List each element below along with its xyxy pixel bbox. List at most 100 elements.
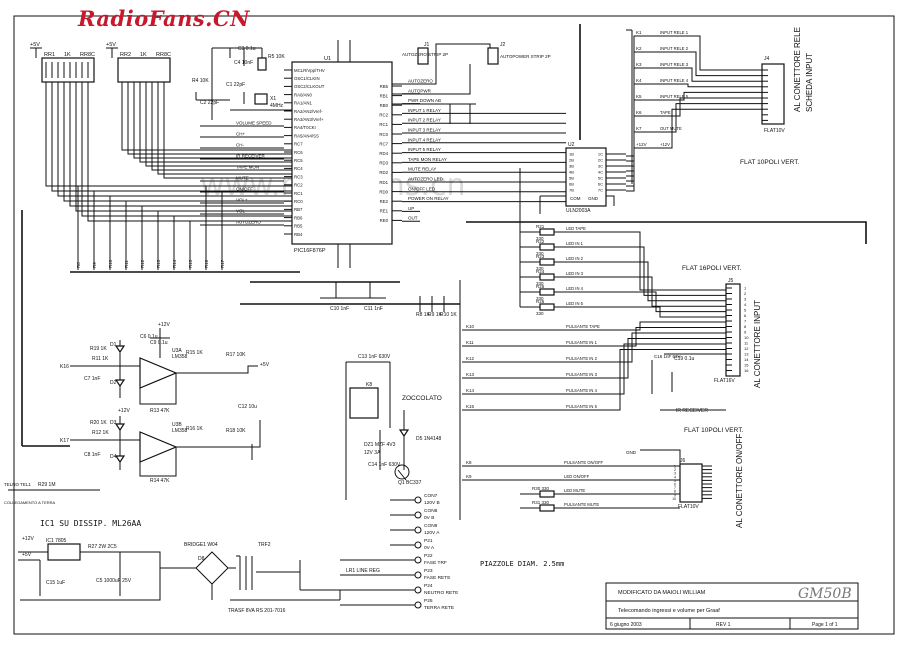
led-resistor-ref: R25 [536, 284, 545, 289]
j5-pin-number: 10 [744, 335, 749, 340]
jumper-j1: J1 AUTOZERO STRIP 2P [402, 42, 448, 65]
relay-line-label: INPUT RELE 2 [660, 46, 689, 51]
power-connector-ref: P23 [424, 568, 433, 574]
relay-line-key: K1 [636, 30, 642, 35]
mcu-net-label-right: POWER ON RELAY [408, 196, 449, 201]
mcu-right-pin: RD3 [379, 161, 388, 166]
led-resistor-ref: R21 [536, 224, 545, 229]
psu-section: IC1 SU DISSIP. ML26AA IC1 7805 R27 2W 2C… [18, 519, 380, 614]
button-line-key: K13 [466, 372, 475, 377]
connector-pad-icon [414, 511, 422, 519]
j5-pin-number: 6 [744, 313, 747, 318]
j5-pin-number: 9 [744, 330, 747, 335]
power-relay-zener2: 12V 3A [364, 450, 381, 456]
misc-r19: R19 1K [90, 346, 107, 352]
driver-com: COM [570, 196, 581, 201]
j5-pin-number: 14 [744, 357, 749, 362]
osc-r2: R4 10K [192, 78, 209, 84]
bus-label: R11 [124, 260, 129, 268]
j6-pin-number: 10 [672, 497, 676, 501]
led-resistor-value: 330 [536, 236, 544, 241]
mcu-net-label-right: INPUT 4 RELAY [408, 137, 441, 142]
led-resistor-icon [539, 228, 555, 236]
mcu-net-label-left: MUTE [236, 176, 249, 181]
u3a-ref: U3A [172, 348, 182, 354]
rf-section: TELNO TEL1 R29 1M COLLEGAMENTO A TERRA [4, 482, 100, 505]
j5-pin-number: 2 [744, 291, 747, 296]
mcu-right-pin: RC2 [379, 113, 388, 118]
mcu-left-pin: RA5/AN4/SS [294, 133, 319, 138]
mcu-right-pin: RB0 [380, 103, 389, 108]
mcu-ref: U1 [324, 56, 331, 62]
mcu-net-label-left: VOLUME SPEED [236, 121, 272, 126]
mcu-left-pin: RA1/AN1 [294, 101, 313, 106]
mcu-right-pin: RB5 [380, 84, 389, 89]
osc-c2: C2 22pF [200, 100, 219, 106]
button-line-label: PULSANTE IN 4 [566, 388, 598, 393]
rr2-type: RR8C [156, 52, 171, 58]
mcu-left-pin: RC4 [294, 166, 303, 171]
rr1-type: RR8C [80, 52, 95, 58]
relay-line-key: K2 [636, 46, 642, 51]
mcu-net-label-right: OUT [408, 216, 418, 221]
j6-pin-number: 7 [674, 486, 676, 490]
led-resistor-icon [539, 258, 555, 266]
power-connector-label: 120V A [424, 530, 440, 536]
mcu-left-pin: RB6 [294, 215, 303, 220]
j1-label: AUTOZERO STRIP 2P [402, 52, 448, 57]
power-connector-label: NEUTRO RETE [424, 590, 458, 596]
mcu-net-label-right: ON/OFF LED [408, 186, 436, 191]
led-resistor-value: 330 [536, 296, 544, 301]
power-connector-label: FASE TRF [424, 560, 447, 566]
supply-label-3: +12V [118, 408, 130, 414]
led-resistor-ref: R24 [536, 269, 545, 274]
connector-pad-icon [414, 601, 422, 609]
power-relay-cap2: C14 1nF 630V [368, 462, 401, 468]
resistor-pack-bus [45, 82, 292, 270]
relay-line-key: K3 [636, 62, 642, 67]
driver-pin-out: 1C [598, 152, 603, 157]
u3b-rin: R12 1K [92, 430, 109, 436]
rf-label: TELNO TEL1 [4, 482, 31, 487]
psu-d: D8 [198, 556, 205, 562]
button-line-key: K11 [466, 340, 474, 345]
psu-trafo-part: TRASF 8VA RS 201-7016 [228, 608, 286, 614]
button-line-label: PULSANTE IN 3 [566, 372, 598, 377]
bus-label: R12 [140, 259, 145, 268]
psu-r: R27 2W 2C5 [88, 544, 117, 550]
opamp-input-k17: K17 [60, 438, 69, 444]
j6-pin-number: 6 [674, 483, 676, 487]
mcu-net-label-right: AUTOZERO [408, 79, 433, 84]
driver-pin-out: 7C [598, 188, 603, 193]
relay-line-label: INPUT RELE 4 [660, 78, 689, 83]
connector-pad-icon [414, 541, 422, 549]
relay-connector-j4: J4 FLAT10V FLAT 10POLI VERT. AL CONETTOR… [740, 27, 814, 166]
mcu-left-pin: RA0/AN0 [294, 92, 313, 97]
power-relay-cap: C13 1nF 630V [358, 354, 391, 360]
connector-pad-icon [414, 556, 422, 564]
osc-r: R5 10K [268, 54, 285, 60]
u3b-ref: U3B [172, 422, 182, 428]
supply-label-0: +12V [158, 322, 170, 328]
relay-line-label: +12V [660, 142, 670, 147]
bus-label: R13 [156, 259, 161, 268]
psu-bridge: BRIDGE1 W04 [184, 542, 218, 548]
title-block: MODIFICATO DA MAIOLI WILLIAM Telecomando… [605, 582, 859, 630]
supply-label-4: +5V [260, 362, 270, 368]
button-line-key: K14 [466, 388, 475, 393]
u3a-csup: C9 0.1u [150, 340, 168, 346]
mcu-left-pin: OSC1/CLKIN [294, 76, 320, 81]
r-div-0: R8 1K [416, 312, 431, 318]
driver-gnd: GND [588, 196, 599, 201]
onoff-resistor: R31 330 [532, 500, 550, 505]
relay-line-label: INPUT RELE 5 [660, 94, 689, 99]
mcu-right-pin: RE1 [380, 209, 389, 214]
j6-gnd: GND [626, 450, 637, 455]
onoff-connector-j6: J6 FLAT10V FLAT 10POLI VERT. AL CONETTOR… [626, 427, 744, 528]
mcu-left-pin: RC3 [294, 174, 303, 179]
